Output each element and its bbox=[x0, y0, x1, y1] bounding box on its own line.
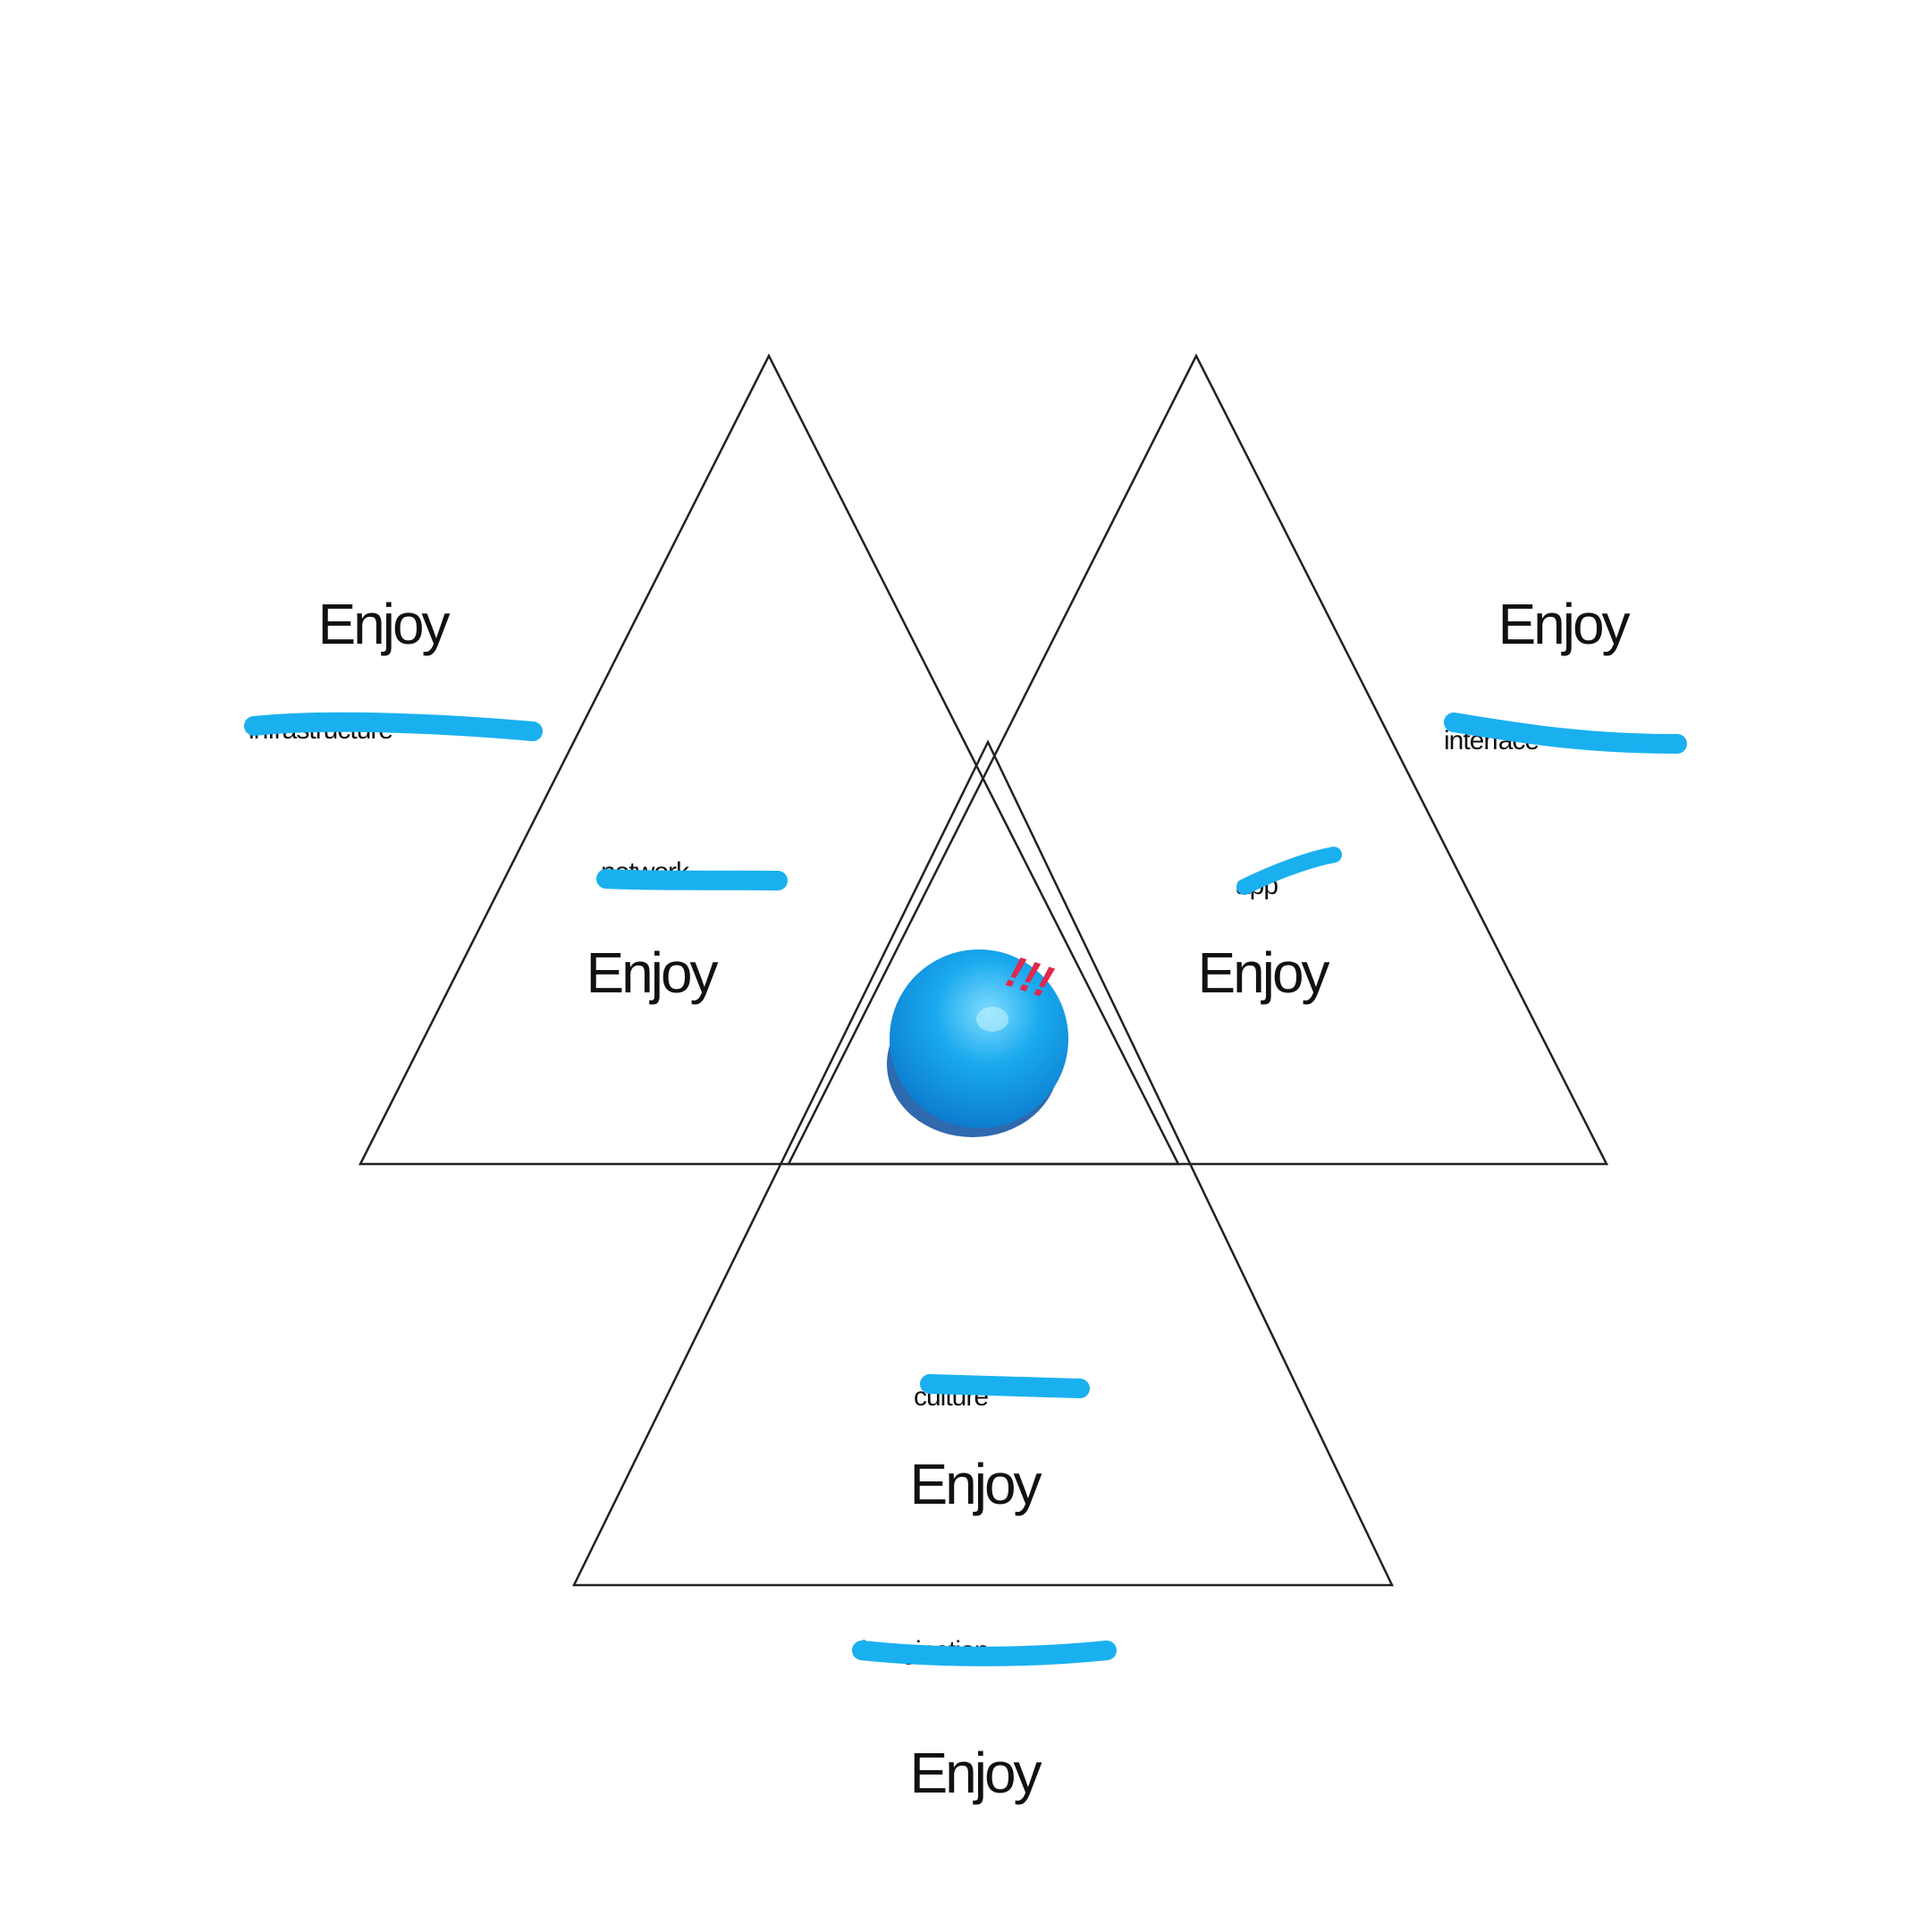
bottom-triangle bbox=[571, 739, 1394, 1587]
enjoy-label-inner-left: Enjoy bbox=[586, 941, 718, 1005]
blue-sphere-icon bbox=[887, 949, 1068, 1137]
highlight-strike-culture bbox=[920, 1374, 1090, 1398]
highlight-strike-app bbox=[1236, 847, 1342, 895]
right-triangle bbox=[786, 353, 1609, 1166]
enjoy-label-top-left: Enjoy bbox=[317, 592, 450, 656]
highlight-strike-imagination bbox=[852, 1641, 1117, 1666]
left-triangle bbox=[358, 353, 1181, 1166]
enjoy-label-top-right: Enjoy bbox=[1498, 592, 1630, 656]
enjoy-label-bottom: Enjoy bbox=[909, 1741, 1042, 1805]
enjoy-label-inner-right: Enjoy bbox=[1197, 941, 1329, 1005]
sphere-body bbox=[890, 949, 1068, 1128]
highlight-strike-interface bbox=[1444, 713, 1687, 754]
enjoy-label-inner-bottom: Enjoy bbox=[909, 1452, 1042, 1516]
highlight-strike-network bbox=[596, 869, 788, 890]
highlight-strike-infrastructure bbox=[244, 712, 543, 741]
sphere-highlight bbox=[976, 1007, 1008, 1032]
